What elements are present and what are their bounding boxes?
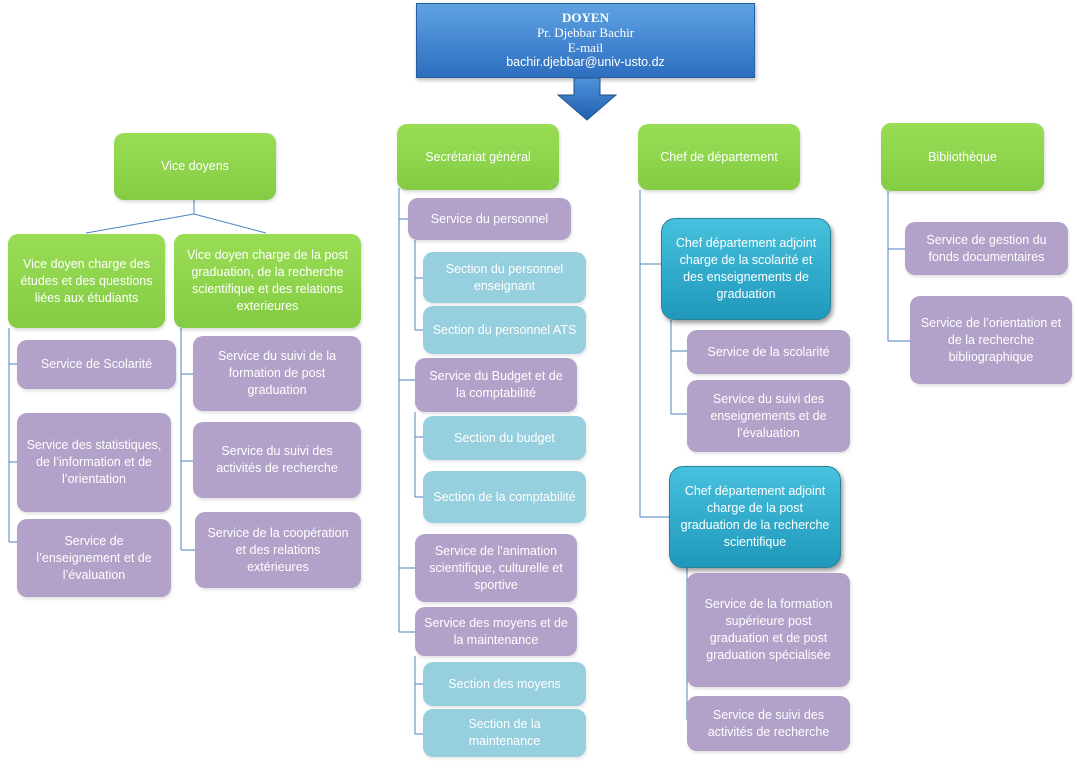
vice-doyen-etudes-label: Vice doyen charge des études et des ques…: [20, 256, 153, 305]
chef-departement-label: Chef de département: [660, 149, 778, 164]
service-label: Service du Budget et de la comptabilité: [429, 369, 563, 400]
service-label: Service de la scolarité: [707, 344, 830, 359]
doyen-box: DOYEN Pr. Djebbar Bachir E-mail bachir.d…: [416, 3, 755, 78]
service-suivi-recherche-box: Service du suivi des activités de recher…: [193, 422, 361, 498]
section-maintenance-box: Section de la maintenance: [423, 709, 586, 757]
service-label: Service des moyens et de la maintenance: [424, 615, 568, 647]
service-label: Service de Scolarité: [40, 357, 153, 371]
service-label: Service du suivi des enseignements et de…: [710, 391, 827, 440]
service-label: Service de l’animation scientifique, cul…: [429, 543, 563, 592]
section-label: Section du personnel ATS: [432, 322, 577, 337]
section-label: Section du budget: [454, 430, 555, 445]
service-label: Service des statistiques, de l’informati…: [26, 438, 162, 486]
service-label: Service du personnel: [430, 211, 549, 226]
service-statistiques-box: Service des statistiques, de l’informati…: [17, 413, 171, 512]
section-budget-box: Section du budget: [423, 416, 586, 460]
service-scolarite-box: Service de Scolarité: [17, 340, 176, 389]
service-animation-box: Service de l’animation scientifique, cul…: [415, 534, 577, 602]
section-label: Section des moyens: [448, 676, 561, 691]
chef-adjoint-scolarite-box: Chef département adjoint charge de la sc…: [661, 218, 831, 320]
doyen-email: bachir.djebbar@univ-usto.dz: [506, 55, 665, 69]
service-label: Service du suivi de la formation de post…: [217, 349, 337, 397]
email-label: E-mail: [567, 40, 604, 55]
bibliotheque-label: Bibliothèque: [928, 149, 997, 164]
service-budget-box: Service du Budget et de la comptabilité: [415, 358, 577, 412]
service-la-scolarite-box: Service de la scolarité: [687, 330, 850, 374]
service-label: Service de l’enseignement et de l’évalua…: [36, 533, 152, 582]
section-personnel-ats-box: Section du personnel ATS: [423, 306, 586, 354]
service-label: Service de la formation supérieure post …: [704, 597, 833, 662]
service-orientation-recherche-box: Service de l’orientation et de la recher…: [910, 296, 1072, 384]
service-suivi-enseignements-box: Service du suivi des enseignements et de…: [687, 380, 850, 452]
bibliotheque-box: Bibliothèque: [881, 123, 1044, 191]
service-formation-superieure-box: Service de la formation supérieure post …: [687, 573, 850, 687]
chef-adjoint-label: Chef département adjoint charge de la sc…: [675, 236, 817, 301]
section-label: Section de la comptabilité: [433, 489, 576, 504]
vice-doyens-box: Vice doyens: [114, 133, 276, 200]
doyen-title: DOYEN: [562, 10, 609, 25]
service-label: Service de suivi des activités de recher…: [707, 707, 830, 739]
down-arrow-icon: [557, 78, 617, 121]
service-suivi-activites-recherche-box: Service de suivi des activités de recher…: [687, 696, 850, 751]
service-suivi-formation-box: Service du suivi de la formation de post…: [193, 336, 361, 411]
service-label: Service de la coopération et des relatio…: [207, 525, 349, 574]
vice-doyens-label: Vice doyens: [161, 159, 229, 173]
chef-departement-box: Chef de département: [638, 124, 800, 190]
section-moyens-box: Section des moyens: [423, 662, 586, 706]
service-cooperation-box: Service de la coopération et des relatio…: [195, 512, 361, 588]
service-moyens-box: Service des moyens et de la maintenance: [415, 607, 577, 656]
section-label: Section de la maintenance: [468, 717, 541, 748]
secretariat-general-box: Secrétariat général: [397, 124, 559, 190]
vice-doyen-etudes-box: Vice doyen charge des études et des ques…: [8, 234, 165, 328]
section-comptabilite-box: Section de la comptabilité: [423, 471, 586, 523]
service-gestion-fonds-box: Service de gestion du fonds documentaire…: [905, 222, 1068, 275]
secretariat-general-label: Secrétariat général: [425, 149, 531, 164]
section-label: Section du personnel enseignant: [445, 261, 564, 293]
service-personnel-box: Service du personnel: [408, 198, 571, 240]
vice-doyen-post-graduation-label: Vice doyen charge de la post graduation,…: [187, 248, 348, 313]
section-personnel-enseignant-box: Section du personnel enseignant: [423, 252, 586, 303]
doyen-name: Pr. Djebbar Bachir: [536, 25, 635, 40]
chef-adjoint-label: Chef département adjoint charge de la po…: [680, 484, 830, 549]
service-label: Service de gestion du fonds documentaire…: [926, 232, 1047, 264]
chef-adjoint-post-graduation-box: Chef département adjoint charge de la po…: [669, 466, 841, 568]
service-label: Service de l’orientation et de la recher…: [920, 315, 1062, 364]
vice-doyen-post-graduation-box: Vice doyen charge de la post graduation,…: [174, 234, 361, 328]
service-enseignement-box: Service de l’enseignement et de l’évalua…: [17, 519, 171, 597]
service-label: Service du suivi des activités de recher…: [216, 444, 338, 475]
